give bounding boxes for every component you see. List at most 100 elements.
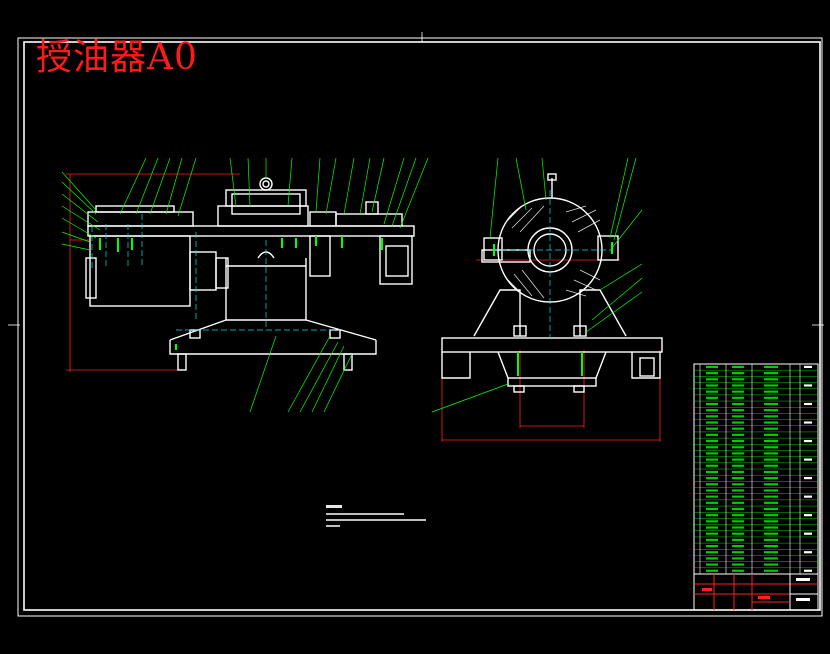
- parts-list-cell-mark: [804, 384, 812, 387]
- parts-list-cell-mark: [732, 409, 744, 412]
- parts-list-cell-mark: [706, 464, 718, 467]
- parts-list-cell-mark: [706, 433, 718, 436]
- parts-list-cell-mark: [706, 507, 718, 511]
- parts-list-cell-mark: [764, 507, 778, 511]
- parts-list-cell-mark: [804, 458, 812, 461]
- parts-list-cell-mark: [732, 520, 744, 523]
- parts-list-cell-mark: [764, 427, 778, 430]
- parts-list-cell-mark: [706, 378, 718, 381]
- parts-list-cell-mark: [706, 384, 718, 387]
- parts-list-cell-mark: [764, 526, 778, 529]
- parts-list-cell-mark: [706, 409, 718, 412]
- parts-list-cell-mark: [732, 446, 744, 449]
- parts-list-cell-mark: [706, 557, 718, 560]
- parts-list-cell-mark: [764, 396, 778, 399]
- parts-list-cell-mark: [764, 439, 778, 443]
- parts-list-cell-mark: [804, 477, 812, 480]
- parts-list-cell-mark: [732, 452, 744, 455]
- parts-list-cell-mark: [706, 421, 718, 424]
- parts-list-cell-mark: [706, 483, 718, 486]
- parts-list-cell-mark: [732, 372, 744, 375]
- parts-list-cell-mark: [764, 452, 778, 455]
- parts-list-cell-mark: [764, 551, 778, 554]
- parts-list-cell-mark: [764, 563, 778, 566]
- front-view-section-marks: [99, 236, 383, 350]
- parts-list-cell-mark: [706, 551, 718, 554]
- parts-list-cell-mark: [706, 415, 718, 418]
- parts-list-cell-mark: [732, 495, 744, 498]
- parts-list-cell-mark: [732, 557, 744, 560]
- parts-list-cell-mark: [804, 551, 812, 554]
- parts-list-cell-mark: [764, 421, 778, 424]
- parts-list-cell-mark: [732, 439, 744, 443]
- parts-list-cell-mark: [764, 532, 778, 535]
- parts-list-cell-mark: [732, 396, 744, 399]
- parts-list-cell-mark: [706, 489, 718, 492]
- parts-list-cell-mark: [764, 415, 778, 418]
- parts-list-cell-mark: [732, 464, 744, 467]
- technical-notes-lines: [326, 505, 426, 527]
- parts-list-cell-mark: [764, 483, 778, 486]
- parts-list-cell-mark: [764, 470, 778, 474]
- side-view-center-lines: [492, 190, 612, 338]
- parts-list-cell-mark: [764, 378, 778, 381]
- front-view-outline: [85, 177, 415, 371]
- parts-list-cell-mark: [732, 489, 744, 492]
- parts-list-cell-mark: [764, 495, 778, 498]
- parts-list-cell-mark: [706, 390, 718, 393]
- parts-list-cell-mark: [764, 390, 778, 393]
- title-block: [693, 573, 819, 611]
- parts-list-cell-mark: [732, 433, 744, 436]
- parts-list-cell-mark: [732, 563, 744, 566]
- parts-list-cell-mark: [706, 458, 718, 461]
- parts-list-cell-mark: [764, 477, 778, 480]
- parts-list-cell-mark: [764, 489, 778, 492]
- parts-list-cell-mark: [706, 532, 718, 535]
- parts-list-cell-mark: [732, 501, 744, 504]
- parts-list-cell-mark: [706, 439, 718, 443]
- parts-list-cell-mark: [732, 532, 744, 535]
- parts-list-cell-mark: [732, 514, 744, 517]
- parts-list-cell-mark: [764, 384, 778, 387]
- parts-list-cell-mark: [706, 470, 718, 474]
- parts-list-cell-mark: [764, 544, 778, 548]
- parts-list-cell-mark: [732, 390, 744, 393]
- parts-list-cell-mark: [764, 458, 778, 461]
- parts-list-cell-mark: [706, 372, 718, 375]
- parts-list-cell-mark: [764, 446, 778, 449]
- parts-list-cell-mark: [706, 538, 718, 541]
- parts-list-cell-mark: [732, 365, 744, 369]
- parts-list-cell-mark: [732, 378, 744, 381]
- parts-list-cell-mark: [804, 365, 812, 369]
- parts-list-cell-mark: [706, 520, 718, 523]
- parts-list-cell-mark: [732, 551, 744, 554]
- parts-list-cell-mark: [732, 569, 744, 572]
- parts-list-cell-mark: [706, 427, 718, 430]
- drawing-title: 授油器A0: [36, 37, 198, 78]
- parts-list-cell-mark: [706, 569, 718, 572]
- parts-list-cell-mark: [764, 569, 778, 572]
- parts-list-cell-mark: [732, 384, 744, 387]
- parts-list-cell-mark: [764, 557, 778, 560]
- parts-list-cell-mark: [732, 507, 744, 511]
- parts-list-cell-mark: [706, 402, 718, 406]
- parts-list-cell-mark: [732, 544, 744, 548]
- parts-list-cell-mark: [706, 452, 718, 455]
- parts-list-cell-mark: [804, 532, 812, 535]
- parts-list-cell-mark: [764, 464, 778, 467]
- front-view-dimension-lines: [66, 173, 240, 372]
- parts-list-cell-mark: [804, 495, 812, 498]
- drawing-frame: [8, 32, 824, 617]
- parts-list-cell-mark: [804, 421, 812, 424]
- parts-list-cell-mark: [732, 526, 744, 529]
- parts-list-cell-mark: [706, 563, 718, 566]
- parts-list-cell-mark: [764, 409, 778, 412]
- parts-list-cell-mark: [732, 402, 744, 406]
- parts-list-cell-mark: [732, 415, 744, 418]
- parts-list-cell-mark: [764, 520, 778, 523]
- parts-list-cell-mark: [732, 477, 744, 480]
- parts-list-cell-mark: [804, 402, 812, 406]
- parts-list-cell-mark: [706, 526, 718, 529]
- parts-list-cell-mark: [764, 514, 778, 517]
